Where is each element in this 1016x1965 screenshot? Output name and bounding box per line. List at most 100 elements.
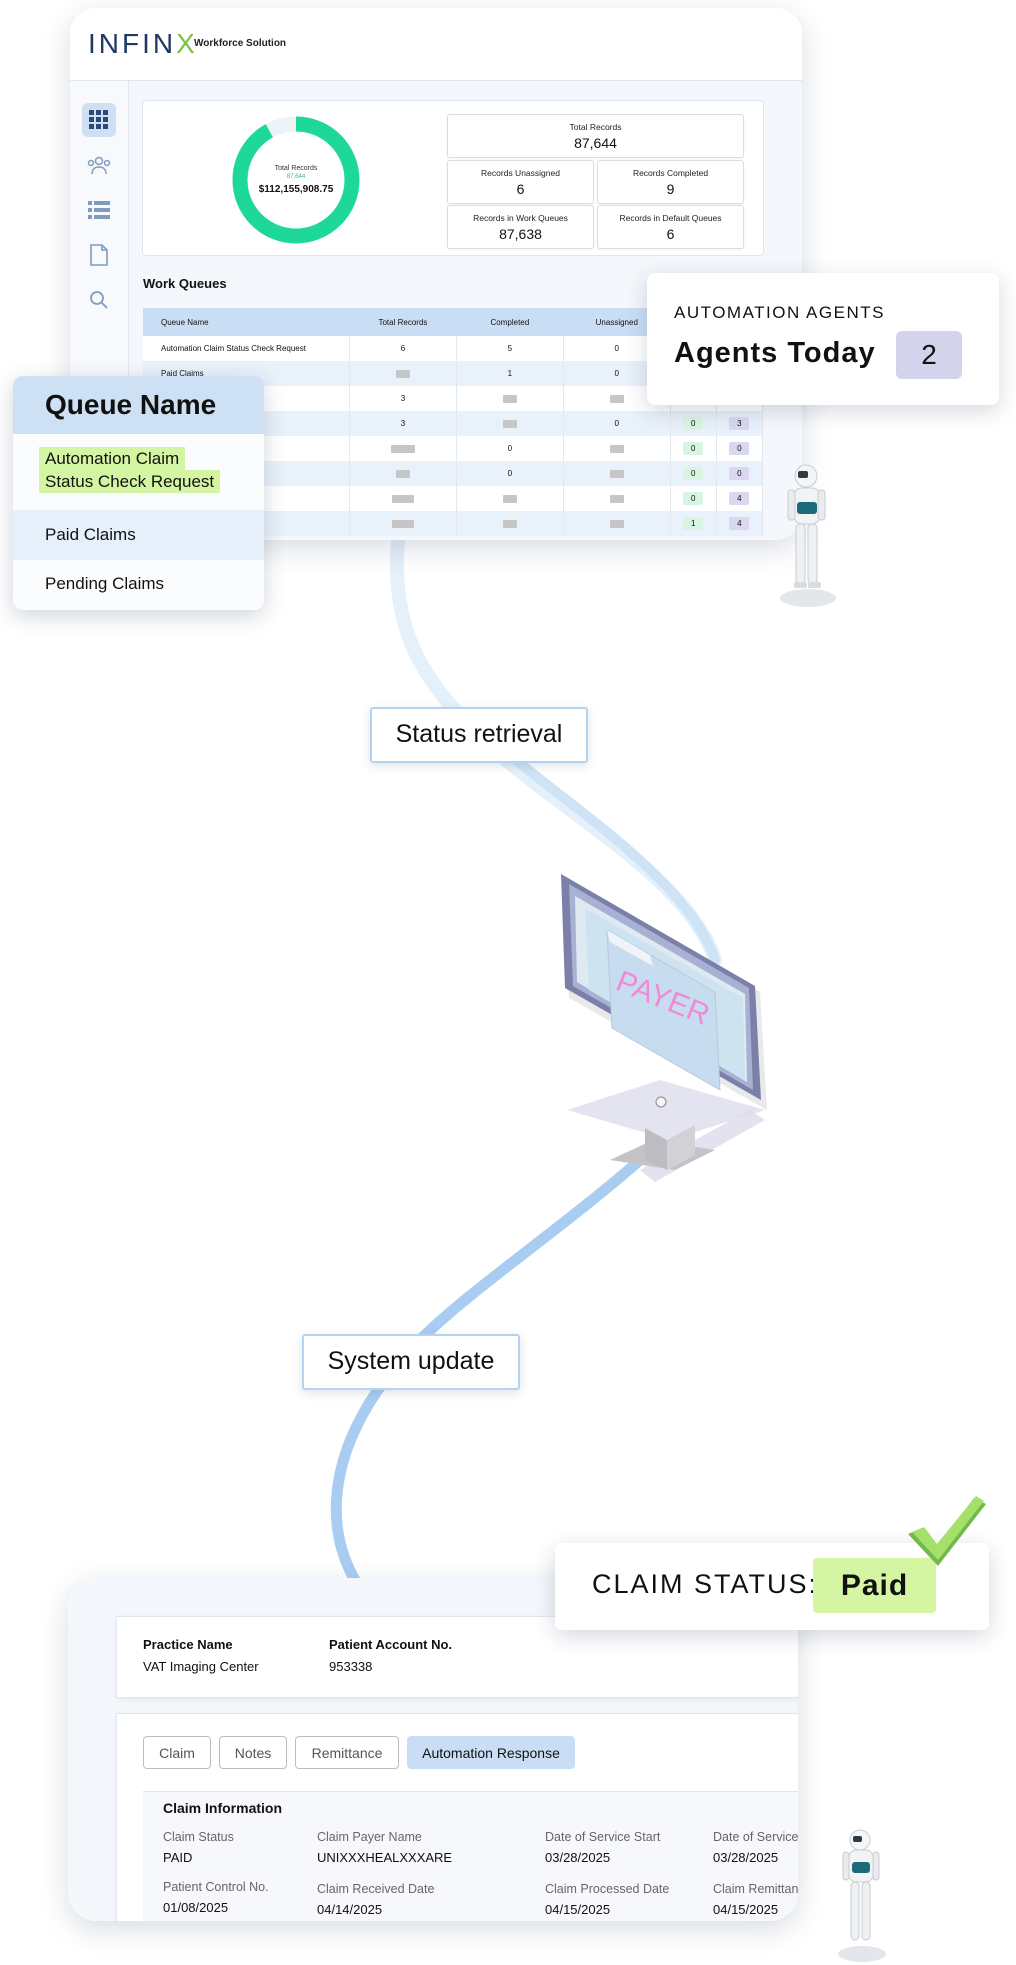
cell-completed: [456, 386, 564, 411]
donut-amount: $112,155,908.75: [258, 184, 334, 195]
system-update-label: System update: [302, 1334, 520, 1390]
field-label: Claim Status: [163, 1830, 234, 1844]
logo-subtitle: Workforce Solution: [194, 38, 287, 49]
count-chip: 3: [729, 417, 750, 430]
redacted-value: [391, 494, 414, 503]
stat-label: Records in Work Queues: [473, 213, 568, 223]
search-icon[interactable]: [82, 283, 116, 317]
dashboard-header: INFINX Workforce Solution: [70, 8, 802, 81]
field-label: Date of Service: [713, 1830, 798, 1844]
cell-text: Paid Claims: [161, 369, 204, 378]
redacted-value: [502, 519, 517, 528]
automation-agents-card: AUTOMATION AGENTS Agents Today 2: [647, 273, 999, 405]
count-chip: 0: [683, 492, 704, 505]
redacted-value: [395, 369, 410, 378]
queue-item-automation-claim[interactable]: Automation Claim Status Check Request: [13, 434, 264, 510]
cell-c1: 0: [670, 461, 717, 486]
queue-item-label: Paid Claims: [45, 525, 136, 544]
cell-unassigned: 0: [563, 411, 671, 436]
field-value: 03/28/2025: [545, 1850, 611, 1865]
count-chip: 1: [683, 517, 704, 530]
col-queue-name[interactable]: Queue Name: [143, 308, 350, 336]
cell-c2: 4: [716, 486, 764, 511]
patient-account-label: Patient Account No.: [329, 1637, 453, 1652]
stat-value: 6: [516, 181, 525, 197]
agents-today-label: Agents Today: [674, 337, 876, 369]
queue-item-line-2: Status Check Request: [39, 470, 221, 493]
cell-total-records: [349, 511, 457, 536]
cell-completed: [456, 411, 564, 436]
count-chip: 4: [729, 492, 750, 505]
cell-text: 0: [507, 444, 513, 453]
cell-total-records: [349, 361, 457, 386]
monitor-payer-illustration: PAYER: [561, 874, 767, 1182]
field-value: PAID: [163, 1850, 193, 1865]
cell-queue-name: Automation Claim Status Check Request: [143, 336, 350, 361]
field-value: 04/14/2025: [317, 1902, 383, 1917]
redacted-value: [609, 494, 624, 503]
tab-claim[interactable]: Claim: [143, 1736, 211, 1769]
claim-information-title: Claim Information: [163, 1800, 283, 1816]
cell-text: 0: [614, 344, 619, 353]
checkmark-icon: [908, 1496, 986, 1566]
redacted-value: [609, 394, 624, 403]
redacted-value: [395, 469, 410, 478]
agents-heading: AUTOMATION AGENTS: [674, 303, 885, 322]
stat-value: 6: [666, 226, 675, 242]
field-label: Patient Control No.: [163, 1880, 269, 1894]
stat-label: Records Unassigned: [481, 168, 560, 178]
cell-c1: 1: [670, 511, 717, 536]
cell-c1: 0: [670, 436, 717, 461]
cell-total-records: 3: [349, 386, 457, 411]
stat-records-unassigned[interactable]: Records Unassigned 6: [447, 160, 594, 204]
summary-panel: Total Records 87,644 $112,155,908.75 Tot…: [142, 100, 764, 256]
stat-label: Total Records: [569, 122, 622, 132]
field-value: 04/15/2025: [713, 1902, 779, 1917]
cell-c2: 0: [716, 436, 764, 461]
cell-completed: 5: [456, 336, 564, 361]
cell-text: 1: [507, 369, 513, 378]
cell-c1: 0: [670, 486, 717, 511]
cell-total-records: [349, 461, 457, 486]
cell-total-records: 3: [349, 411, 457, 436]
cell-total-records: [349, 486, 457, 511]
donut-count: 87,644: [286, 174, 306, 180]
queue-item-paid-claims[interactable]: Paid Claims: [13, 510, 264, 560]
infinx-logo[interactable]: INFINX: [88, 28, 198, 60]
queue-item-pending-claims[interactable]: Pending Claims: [13, 560, 264, 610]
grid-icon[interactable]: [82, 103, 116, 137]
status-retrieval-label: Status retrieval: [370, 707, 588, 763]
stat-value: 87,644: [574, 135, 617, 151]
claim-status-value: Paid: [813, 1558, 936, 1613]
users-icon[interactable]: [82, 148, 116, 182]
cell-text: 3: [400, 394, 406, 403]
cell-completed: 1: [456, 361, 564, 386]
cell-unassigned: [563, 461, 671, 486]
col-total-records[interactable]: Total Records: [349, 308, 457, 336]
cell-c2: 4: [716, 511, 764, 536]
stat-value: 9: [666, 181, 675, 197]
col-completed[interactable]: Completed: [456, 308, 564, 336]
field-value: 01/08/2025: [163, 1900, 229, 1915]
tab-notes[interactable]: Notes: [219, 1736, 287, 1769]
stat-records-in-default-queues[interactable]: Records in Default Queues 6: [597, 205, 744, 249]
redacted-value: [609, 444, 624, 453]
tab-automation-response[interactable]: Automation Response: [407, 1736, 575, 1769]
cell-text: 6: [400, 344, 406, 353]
stat-records-completed[interactable]: Records Completed 9: [597, 160, 744, 204]
robot-icon: [780, 464, 836, 607]
tab-remittance[interactable]: Remittance: [295, 1736, 399, 1769]
redacted-value: [609, 469, 624, 478]
document-icon[interactable]: [82, 238, 116, 272]
cell-text: 5: [507, 344, 513, 353]
cell-text: Automation Claim Status Check Request: [161, 344, 306, 353]
stat-total-records[interactable]: Total Records 87,644: [447, 114, 744, 158]
stat-records-in-work-queues[interactable]: Records in Work Queues 87,638: [447, 205, 594, 249]
claim-information-panel: Claim Information Claim Status PAID Clai…: [143, 1791, 798, 1921]
claim-window: Practice Name VAT Imaging Center Patient…: [68, 1578, 798, 1921]
cell-completed: [456, 486, 564, 511]
cell-completed: 0: [456, 436, 564, 461]
list-icon[interactable]: [82, 193, 116, 227]
cell-unassigned: [563, 436, 671, 461]
